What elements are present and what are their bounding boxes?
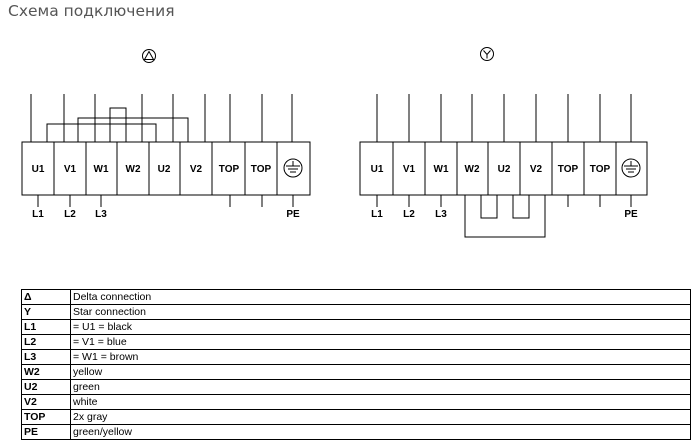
delta-terminal-strip <box>21 141 311 196</box>
star-terminal-u1: U1 <box>371 164 384 175</box>
legend-symbol: W2 <box>21 364 71 380</box>
legend-symbol: V2 <box>21 394 71 410</box>
wiring-diagram: U1 V1 W1 W2 U2 V2 TOP TOP L1 L2 L3 PE U1… <box>21 47 648 238</box>
legend-description: = W1 = brown <box>70 349 691 365</box>
legend-description: white <box>70 394 691 410</box>
delta-bridge-v1-v2 <box>77 117 189 142</box>
star-terminal-v1: V1 <box>403 164 416 175</box>
delta-terminal-top-1: TOP <box>219 164 240 175</box>
delta-symbol-icon <box>142 49 156 63</box>
star-label-pe: PE <box>624 209 638 220</box>
legend-description: yellow <box>70 364 691 380</box>
delta-bridge-u1-u2 <box>46 123 157 142</box>
star-terminal-w1: W1 <box>434 164 449 175</box>
star-bridge-outer <box>464 195 546 238</box>
delta-terminal-v1: V1 <box>64 164 77 175</box>
legend-description: Star connection <box>70 304 691 320</box>
page-title: Схема подключения <box>8 2 175 20</box>
legend-symbol: L3 <box>21 349 71 365</box>
star-bridge-w2-u2 <box>480 195 498 219</box>
star-terminal-u2: U2 <box>498 164 511 175</box>
delta-terminal-top-2: TOP <box>251 164 272 175</box>
legend-symbol: U2 <box>21 379 71 395</box>
delta-connection-diagram <box>21 49 311 207</box>
legend-symbol: L1 <box>21 319 71 335</box>
delta-terminal-u1: U1 <box>32 164 45 175</box>
delta-terminal-w1: W1 <box>94 164 109 175</box>
table-row: L2= V1 = blue <box>21 334 691 350</box>
star-terminal-top-2: TOP <box>590 164 611 175</box>
star-terminal-w2: W2 <box>465 164 480 175</box>
star-bridge-u2-v2 <box>512 195 530 219</box>
delta-terminal-v2: V2 <box>190 164 203 175</box>
delta-terminal-u2: U2 <box>158 164 171 175</box>
star-terminal-top-1: TOP <box>558 164 579 175</box>
legend-description: Delta connection <box>70 289 691 305</box>
legend-description: = V1 = blue <box>70 334 691 350</box>
delta-label-l1: L1 <box>32 209 44 220</box>
legend-symbol: TOP <box>21 409 71 425</box>
legend-symbol: Y <box>21 304 71 320</box>
star-terminal-v2: V2 <box>530 164 543 175</box>
delta-terminal-w2: W2 <box>126 164 141 175</box>
delta-earth-icon <box>283 158 303 178</box>
legend-symbol: PE <box>21 424 71 440</box>
legend-description: = U1 = black <box>70 319 691 335</box>
star-symbol-icon <box>480 47 494 61</box>
star-label-l3: L3 <box>435 209 447 220</box>
delta-label-l3: L3 <box>95 209 107 220</box>
legend-description: green <box>70 379 691 395</box>
legend-description: 2x gray <box>70 409 691 425</box>
delta-label-l2: L2 <box>64 209 76 220</box>
delta-bridge-w1-w2 <box>109 107 127 142</box>
legend-description: green/yellow <box>70 424 691 440</box>
star-earth-icon <box>621 158 641 178</box>
table-row: L1= U1 = black <box>21 319 691 335</box>
star-connection-diagram <box>359 47 648 238</box>
star-label-l1: L1 <box>371 209 383 220</box>
delta-label-pe: PE <box>286 209 300 220</box>
table-row: L3= W1 = brown <box>21 349 691 365</box>
legend-symbol: Δ <box>21 289 71 305</box>
star-label-l2: L2 <box>403 209 415 220</box>
legend-symbol: L2 <box>21 334 71 350</box>
